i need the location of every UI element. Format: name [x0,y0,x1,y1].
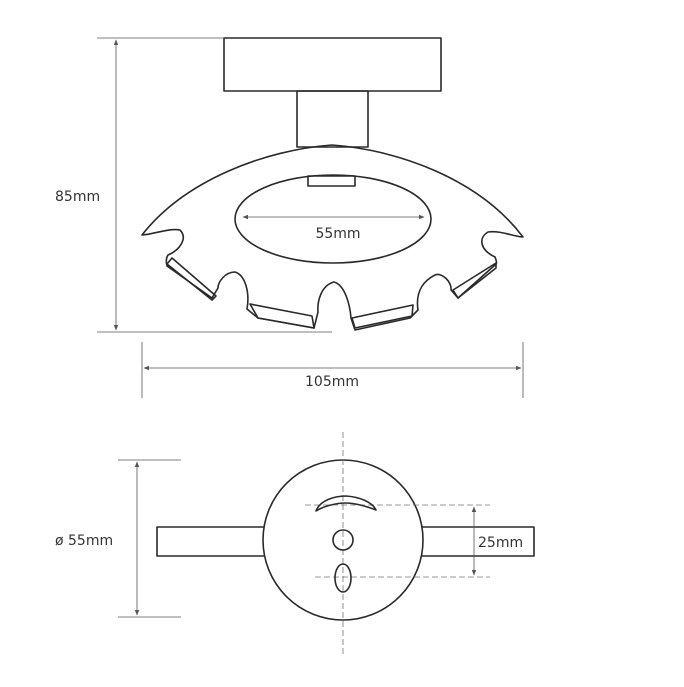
opening-clip [307,175,356,187]
side-view: 55mm 85mm 105mm [55,37,524,398]
opening-dimension-label: 55mm [315,226,360,242]
lower-slot [334,563,352,593]
spacing-dimension-label: 25mm [478,535,523,551]
left-bar [156,526,266,557]
diameter-dimension-label: ø 55mm [55,533,113,549]
front-view: 25mm ø 55mm [55,432,535,655]
wall-plate [223,37,442,92]
opening-ellipse [234,174,432,264]
upper-slot [315,495,377,512]
tooth-band-2 [249,303,315,329]
tooth-band-3 [351,304,414,329]
center-hole [332,529,354,551]
tooth-band-1 [166,257,217,301]
height-dimension-label: 85mm [55,189,100,205]
support-neck [296,90,369,148]
width-dimension-label: 105mm [305,374,359,390]
tooth-band-4 [452,262,497,299]
